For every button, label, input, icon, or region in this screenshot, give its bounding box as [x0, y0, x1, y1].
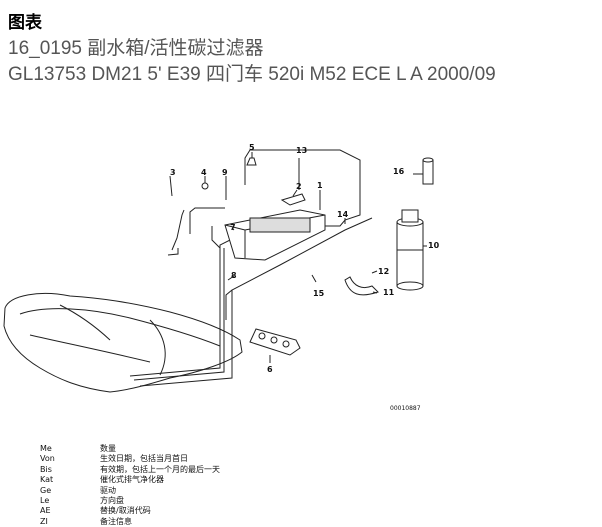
hose-3	[171, 209, 185, 251]
callout-2: 2	[296, 182, 302, 191]
legend-row: AE 替换/取消代码	[40, 506, 220, 516]
callout-7: 7	[230, 223, 236, 232]
legend-desc: 数量	[100, 444, 116, 453]
legend-row: Ge 驱动	[40, 486, 220, 496]
callout-9: 9	[222, 168, 228, 177]
carbon-canister	[224, 209, 326, 261]
section-heading: 图表	[8, 13, 42, 33]
callout-6: 6	[267, 365, 273, 374]
legend-abbr: Bis	[40, 464, 52, 474]
legend-abbr: Kat	[40, 475, 54, 485]
hose-3b	[167, 248, 179, 256]
callout-5: 5	[249, 143, 255, 152]
part-4	[201, 182, 209, 190]
legend-row: Kat 催化式排气净化器	[40, 475, 220, 485]
legend-desc: 驱动	[100, 485, 116, 495]
callout-16: 16	[393, 167, 405, 176]
legend-abbr: Von	[40, 454, 55, 464]
part-5	[246, 157, 257, 166]
legend-row: Le 方向盘	[40, 496, 220, 506]
cap	[422, 157, 434, 185]
legend-abbr: Ge	[40, 485, 52, 495]
vehicle-subtitle: GL13753 DM21 5' E39 四门车 520i M52 ECE L A…	[8, 64, 496, 85]
fuel-tank	[3, 293, 243, 393]
expansion-tank	[396, 209, 424, 291]
callout-10: 10	[428, 241, 440, 250]
legend-abbr: Le	[40, 496, 50, 506]
abbreviation-legend: Me 数量 Von 生效日期，包括当月首日 Bis 有效期，包括上一个月的最后一天 K…	[40, 444, 220, 527]
legend-desc: 有效期，包括上一个月的最后一天	[100, 464, 220, 474]
callout-13: 13	[296, 146, 307, 155]
legend-row: Bis 有效期，包括上一个月的最后一天	[40, 465, 220, 475]
legend-row: Von 生效日期，包括当月首日	[40, 454, 220, 464]
diagram-reference-number: 00010887	[390, 405, 421, 412]
legend-desc: 生效日期，包括当月首日	[100, 454, 188, 464]
legend-desc: 方向盘	[100, 496, 124, 506]
legend-abbr: AE	[40, 506, 51, 516]
fuel-lines	[129, 149, 373, 387]
callout-15: 15	[313, 289, 325, 298]
legend-abbr: Me	[40, 444, 52, 453]
legend-row: ZI 备注信息	[40, 517, 220, 527]
legend-desc: 备注信息	[100, 516, 132, 526]
tank-strap	[344, 276, 379, 296]
callout-3: 3	[170, 168, 176, 177]
bracket	[280, 193, 306, 206]
page-title: 16_0195 副水箱/活性碳过滤器	[8, 38, 264, 59]
callout-11: 11	[383, 288, 395, 297]
legend-desc: 催化式排气净化器	[100, 475, 164, 485]
callout-4: 4	[201, 168, 207, 177]
callout-1: 1	[317, 181, 323, 190]
legend-row: Me 数量	[40, 444, 220, 454]
legend-desc: 替换/取消代码	[100, 506, 151, 516]
legend-abbr: ZI	[40, 516, 48, 526]
pipe-clip	[249, 328, 301, 356]
callout-12: 12	[378, 267, 389, 276]
parts-diagram: 1 2 3 4 5 6 7 8 9 10 11 12 13 14 15 16 0…	[3, 143, 440, 412]
callout-14: 14	[337, 210, 349, 219]
callout-8: 8	[231, 271, 237, 280]
